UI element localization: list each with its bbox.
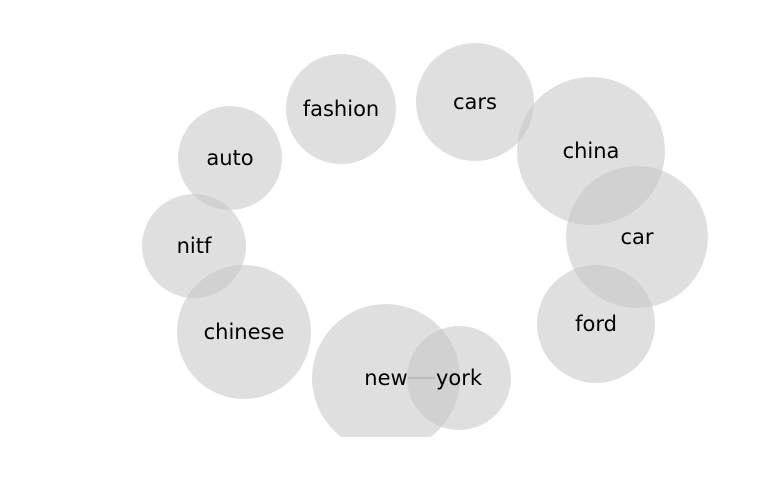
node-label-nitf: nitf <box>177 234 212 258</box>
node-label-cars: cars <box>453 90 497 114</box>
node-circle-fashion <box>286 54 396 164</box>
node-circle-cars <box>416 43 534 161</box>
node-circle-ford <box>537 265 655 383</box>
node-label-york: york <box>436 366 483 390</box>
node-circle-auto <box>178 106 282 210</box>
nodes-layer <box>142 43 708 437</box>
node-label-china: china <box>563 139 620 163</box>
node-label-chinese: chinese <box>204 320 285 344</box>
labels-layer: fashion cars china auto car nitf ford chinese ne… <box>177 90 654 390</box>
node-label-ford: ford <box>575 312 617 336</box>
node-label-auto: auto <box>206 146 253 170</box>
node-label-fashion: fashion <box>303 97 380 121</box>
node-label-car: car <box>620 225 653 249</box>
node-circle-york <box>407 326 511 430</box>
node-circle-chinese <box>177 265 311 399</box>
node-label-new: new <box>364 366 407 390</box>
